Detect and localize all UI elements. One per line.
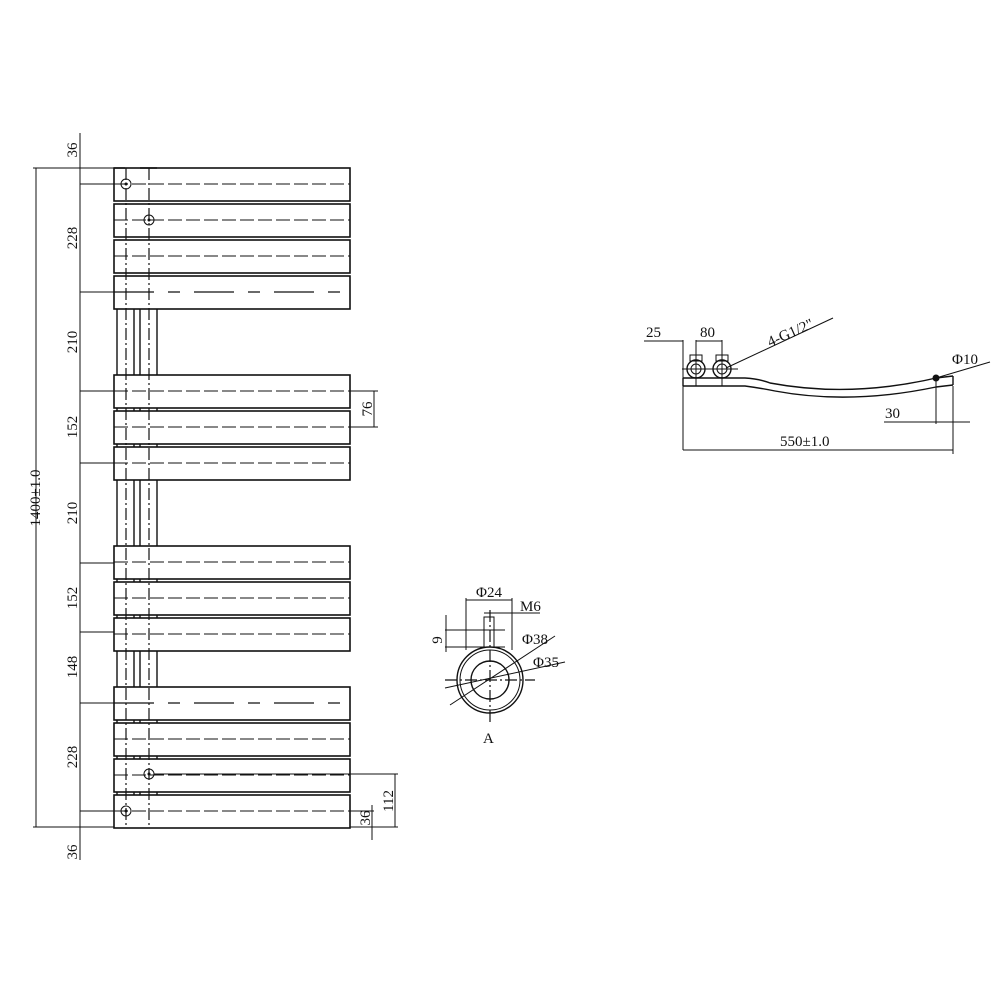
- bottom-inlet-dimensions: 112 36: [154, 773, 398, 840]
- dim-label: 152: [65, 587, 81, 610]
- inlet-offset-label: 112: [381, 790, 397, 812]
- dim-label: 210: [65, 331, 81, 354]
- end-offset-label: 30: [885, 406, 900, 422]
- thread-label: M6: [520, 599, 541, 615]
- dim-label: 36: [65, 844, 81, 860]
- dim-label: 228: [65, 746, 81, 769]
- bar-pitch-dimension: 76: [350, 390, 378, 428]
- overall-height-label: 1400±1.0: [28, 470, 44, 527]
- dim-label: 148: [65, 656, 81, 679]
- side-view: 25 80 4-G1/2" Φ10 30 550±1.0: [644, 316, 991, 454]
- connections-label: 4-G1/2": [765, 316, 816, 350]
- bar-pitch-label: 76: [360, 401, 376, 417]
- tube-diameter-label: Φ10: [952, 352, 978, 368]
- inlet-edge-label: 36: [358, 810, 374, 826]
- dim-label: 210: [65, 502, 81, 525]
- dim-label: 152: [65, 416, 81, 439]
- inner-diameter-label: Φ35: [533, 655, 559, 671]
- front-view: 1400±1.0 36 228 210 152 210 152 148 228 …: [28, 133, 398, 860]
- detail-a: Φ24 M6 9 Φ38 Φ35 A: [430, 585, 566, 747]
- edge-offset-label: 25: [646, 325, 661, 341]
- inlet-spacing-label: 80: [700, 325, 715, 341]
- towel-bars: [113, 167, 351, 829]
- detail-label: A: [483, 731, 494, 747]
- overall-depth-label: 550±1.0: [780, 434, 829, 450]
- inlet-holes: [120, 178, 155, 817]
- dim-label: 228: [65, 227, 81, 250]
- stud: [483, 616, 495, 648]
- dim-label: 36: [65, 142, 81, 158]
- overall-height-dimension: 1400±1.0: [28, 167, 114, 828]
- vertical-chain-dimension: 36 228 210 152 210 152 148 228 36: [65, 133, 114, 860]
- outer-diameter-label: Φ38: [522, 632, 548, 648]
- stud-height-label: 9: [430, 636, 446, 644]
- mount-diameter-label: Φ24: [476, 585, 502, 601]
